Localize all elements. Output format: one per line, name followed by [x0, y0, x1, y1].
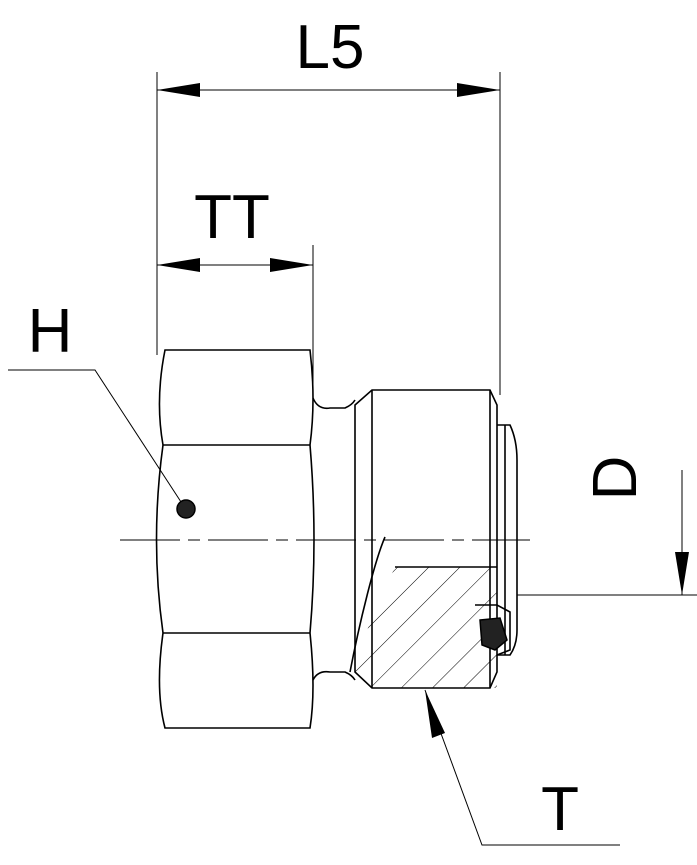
section-cut	[349, 536, 511, 688]
label-d: D	[581, 456, 650, 501]
hex-body	[155, 349, 315, 729]
leader-t: T	[424, 689, 620, 846]
seal-ring-icon	[479, 617, 508, 651]
leader-h: H	[8, 297, 196, 519]
label-tt: TT	[194, 183, 270, 252]
dimension-l5: L5	[156, 13, 501, 395]
leader-dot-icon	[176, 499, 196, 519]
label-h: H	[28, 297, 73, 366]
label-t: T	[541, 775, 579, 844]
dimension-tt: TT	[157, 183, 314, 400]
dimension-d: D	[517, 456, 697, 596]
label-l5: L5	[296, 13, 365, 82]
neck	[312, 397, 356, 681]
